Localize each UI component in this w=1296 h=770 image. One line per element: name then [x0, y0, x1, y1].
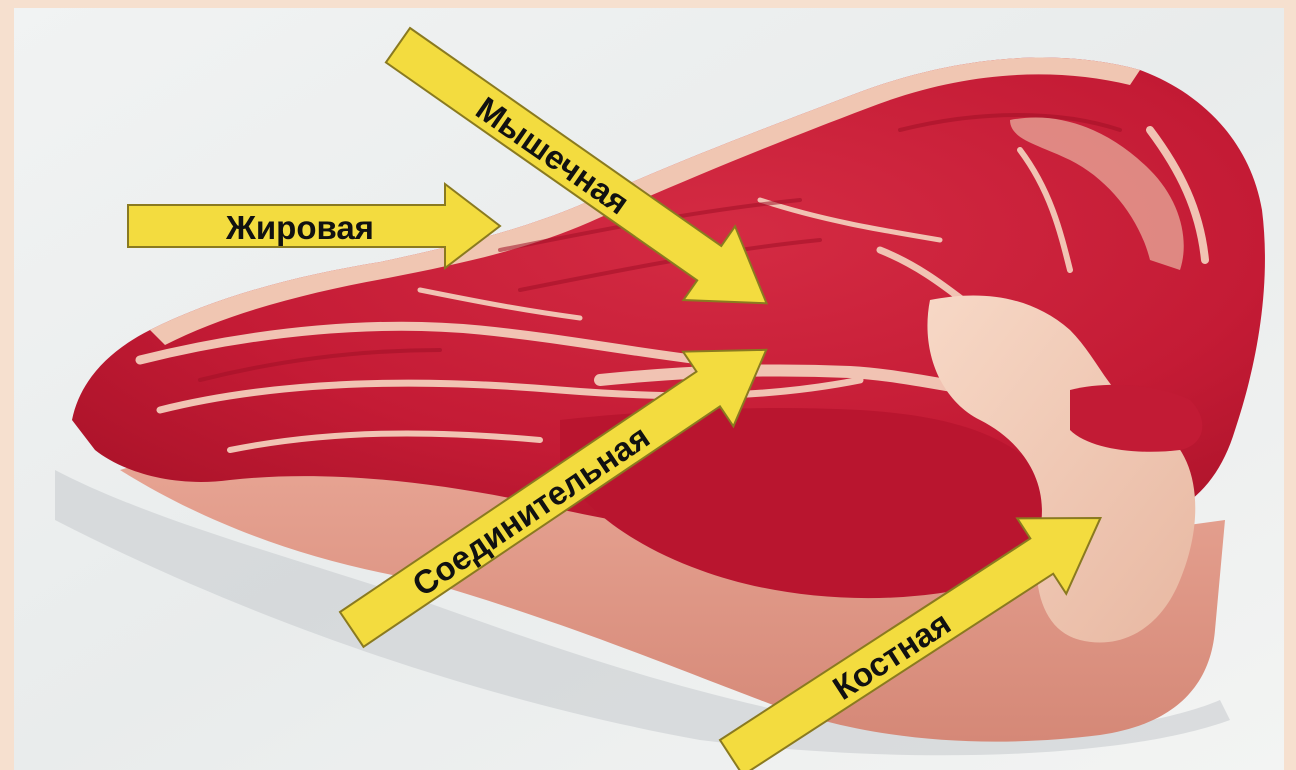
- fat-label: Жировая: [225, 209, 374, 246]
